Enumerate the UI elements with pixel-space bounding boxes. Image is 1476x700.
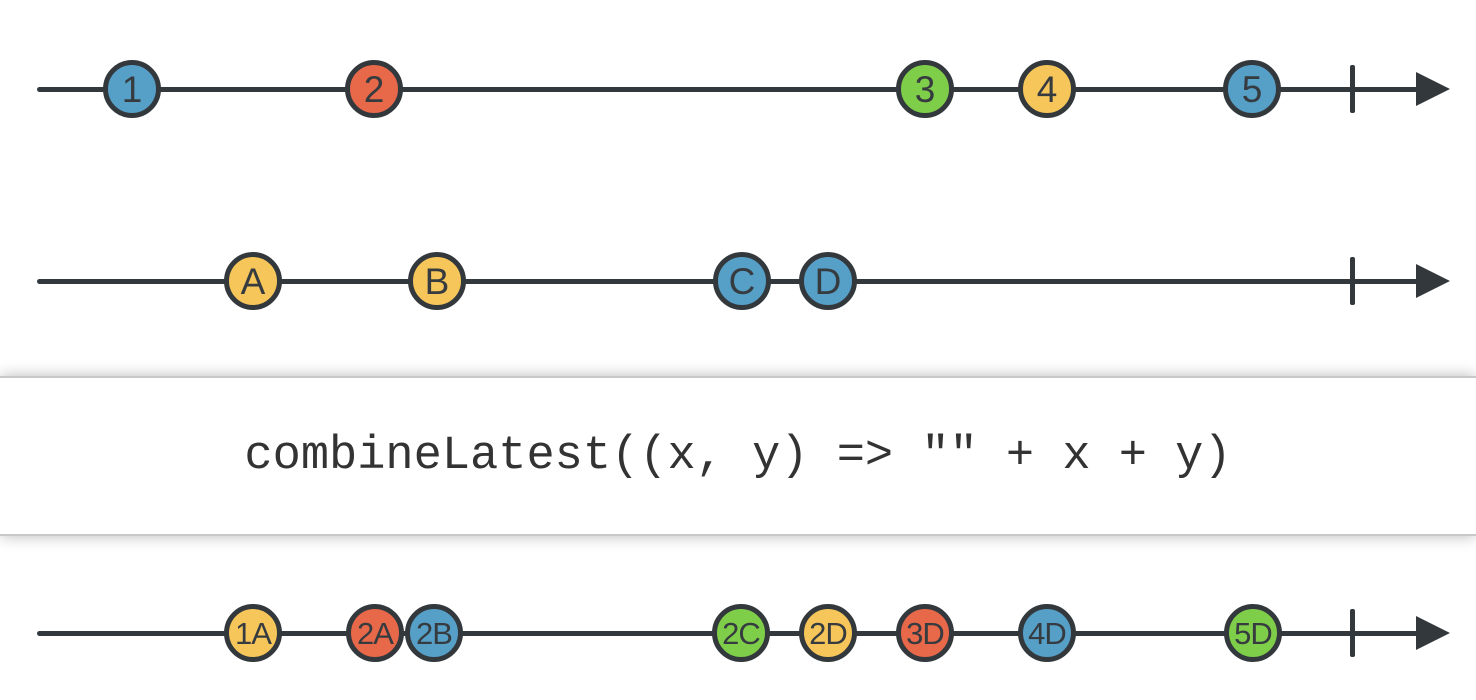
operator-label: combineLatest((x, y) => "" + x + y): [244, 429, 1232, 483]
timeline-arrowhead-icon: [1416, 616, 1450, 650]
marble-label: 5D: [1234, 615, 1273, 651]
marble-label: 2A: [357, 615, 394, 651]
marble-2[interactable]: 2: [345, 60, 403, 118]
marble-label: 1: [121, 68, 143, 110]
marble-label: 2: [363, 68, 385, 110]
marble-2b: 2B: [405, 604, 463, 662]
marble-1[interactable]: 1: [103, 60, 161, 118]
marble-3[interactable]: 3: [896, 60, 954, 118]
marble-2d: 2D: [799, 604, 857, 662]
marble-label: 4D: [1028, 615, 1067, 651]
marble-label: B: [424, 260, 450, 302]
marble-4[interactable]: 4: [1018, 60, 1076, 118]
marble-label: 5: [1241, 68, 1263, 110]
marble-label: D: [814, 260, 842, 302]
marble-label: 2D: [809, 615, 848, 651]
marble-label: 1A: [235, 615, 272, 651]
marble-label: A: [240, 260, 266, 302]
operator-box: combineLatest((x, y) => "" + x + y): [0, 376, 1476, 536]
marble-label: C: [728, 260, 756, 302]
timeline-line: [37, 86, 1420, 92]
marble-label: 3D: [906, 615, 945, 651]
marble-label: 3: [914, 68, 936, 110]
marble-label: 4: [1036, 68, 1058, 110]
marble-label: 2C: [722, 615, 761, 651]
timeline-arrowhead-icon: [1416, 264, 1450, 298]
marble-4d: 4D: [1018, 604, 1076, 662]
timeline-arrowhead-icon: [1416, 72, 1450, 106]
marble-5d: 5D: [1224, 604, 1282, 662]
marble-label: 2B: [416, 615, 453, 651]
marble-a[interactable]: A: [224, 252, 282, 310]
complete-tick: [1350, 609, 1355, 657]
marble-2c: 2C: [712, 604, 770, 662]
marble-5[interactable]: 5: [1223, 60, 1281, 118]
marble-b[interactable]: B: [408, 252, 466, 310]
marble-1a: 1A: [224, 604, 282, 662]
marble-d[interactable]: D: [799, 252, 857, 310]
marble-c[interactable]: C: [713, 252, 771, 310]
marble-2a: 2A: [346, 604, 404, 662]
complete-tick[interactable]: [1350, 65, 1355, 113]
marble-3d: 3D: [896, 604, 954, 662]
complete-tick[interactable]: [1350, 257, 1355, 305]
